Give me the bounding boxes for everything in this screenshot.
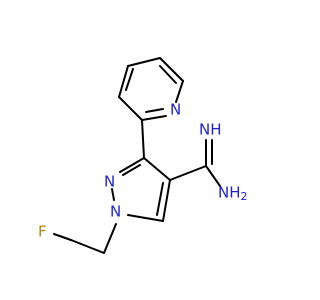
bond-py-n-c1 [141,115,167,121]
atom-pyridine-n: N [170,101,181,119]
bond-py-n-c1-double [145,108,164,113]
atom-fluorine: F [38,223,47,241]
bond-pz-c5-c4-double [156,182,164,216]
bond-py-c5-n [175,80,184,103]
bond-pz-c4-c3 [143,157,171,181]
bond-amidine-amine [205,165,221,187]
atom-pyrazole-n2: N [104,173,115,191]
bond-pz-n1-c5 [127,214,164,222]
bond-pz-n2-n1 [111,188,115,201]
bond-py-c4-c5-double [159,65,177,84]
bond-py-pz [141,119,145,159]
bond-py-c3-c4 [127,57,161,67]
atom-pyrazole-n1: N [110,203,121,221]
atom-amine-nh2: NH2 [218,184,248,204]
bond-py-c1-c2 [118,96,143,121]
bond-py-c4-c5 [159,57,184,82]
bond-n1-ch2 [103,223,117,254]
bond-ch2-f [53,233,72,241]
bond-pz-c3-n2 [119,157,145,173]
bond-ch2-ch2 [70,239,105,254]
bond-pz-c5-c4 [162,179,171,222]
bond-py-c2-c3-double [125,68,134,91]
atom-amine-nh2-subscript: 2 [241,190,248,203]
background [0,0,300,300]
bond-py-c2-c3 [118,65,129,98]
bond-c4-amidine [169,165,207,181]
molecule-diagram: N N N NH NH2 F [0,0,300,300]
bond-pz-c3-n2-double [122,164,141,176]
atom-imine-nh: NH [199,121,222,139]
structure-svg: N N N NH NH2 F [0,0,300,300]
atom-amine-nh2-symbol: NH [218,184,241,202]
